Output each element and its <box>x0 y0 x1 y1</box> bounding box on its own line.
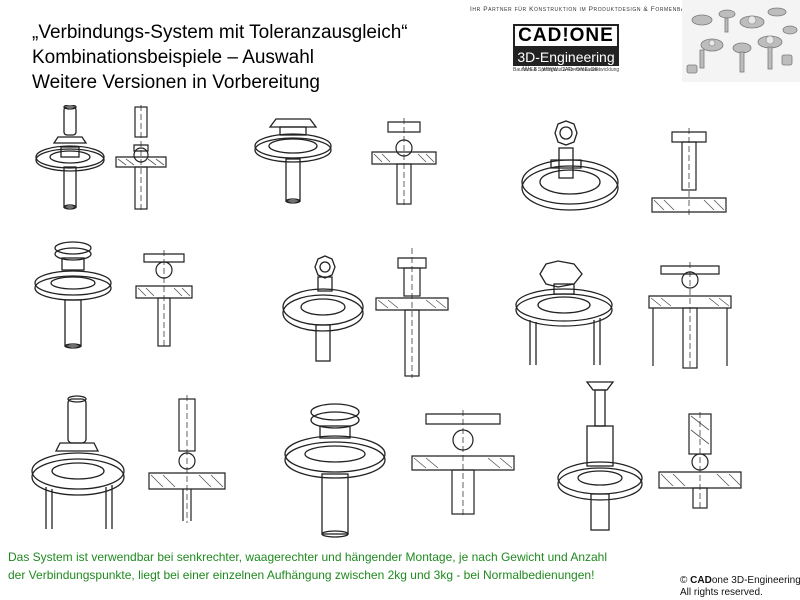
title-line-1: „Verbindungs-System mit Toleranzausgleic… <box>32 22 408 43</box>
connector-parts-photo-icon <box>682 0 800 82</box>
technical-drawing-icon <box>145 395 229 525</box>
title-block: „Verbindungs-System mit Toleranzausgleic… <box>32 20 408 95</box>
technical-drawing-icon <box>372 248 452 380</box>
technical-drawing-icon <box>278 255 368 365</box>
notice-line-2: der Verbindungspunkte, liegt bei einer e… <box>8 568 595 582</box>
technical-drawing-icon <box>248 115 338 205</box>
title-line-3: Weitere Versionen in Vorbereitung <box>32 72 320 93</box>
website-link[interactable]: Web: www.cad-one.de <box>523 66 600 73</box>
technical-drawing-icon <box>645 262 735 370</box>
notice-line-1: Das System ist verwendbar bei senkrechte… <box>8 550 608 564</box>
logo-subtitle: Bauform & Spritzguss & Formenbauentwickl… <box>513 67 620 73</box>
copyright-line-2: All rights reserved. <box>680 587 763 598</box>
copyright-notice: © CADone 3D-Engineering. All rights rese… <box>680 575 800 599</box>
technical-drawing-icon <box>132 250 196 350</box>
technical-drawing-icon <box>555 378 645 538</box>
technical-drawing-icon <box>515 120 625 225</box>
usage-notice: Das System ist verwendbar bei senkrechte… <box>8 548 678 584</box>
technical-drawing-icon <box>32 105 110 215</box>
company-tagline: Ihr Partner für Konstruktion im Produktd… <box>470 6 690 13</box>
technical-drawing-icon <box>28 395 128 535</box>
technical-drawing-icon <box>510 260 618 370</box>
logo-top-text: CAD!ONE <box>513 24 619 48</box>
logo-bottom-text: 3D-Engineering <box>513 48 619 66</box>
technical-drawing-icon <box>648 128 730 220</box>
technical-drawing-icon <box>408 410 518 518</box>
technical-drawing-icon <box>112 105 170 215</box>
cadone-logo: CAD!ONE 3D-Engineering Bauform & Spritzg… <box>513 24 619 73</box>
technical-drawing-icon <box>368 118 440 208</box>
copyright-line-1: © CADone 3D-Engineering. <box>680 575 800 587</box>
technical-drawing-icon <box>32 240 114 352</box>
copyright-brand: CAD <box>690 575 712 586</box>
technical-drawing-icon <box>280 402 390 540</box>
title-line-2: Kombinationsbeispiele – Auswahl <box>32 47 315 68</box>
technical-drawing-icon <box>655 412 745 512</box>
copyright-line-1-rest: one 3D-Engineering. <box>711 575 800 586</box>
